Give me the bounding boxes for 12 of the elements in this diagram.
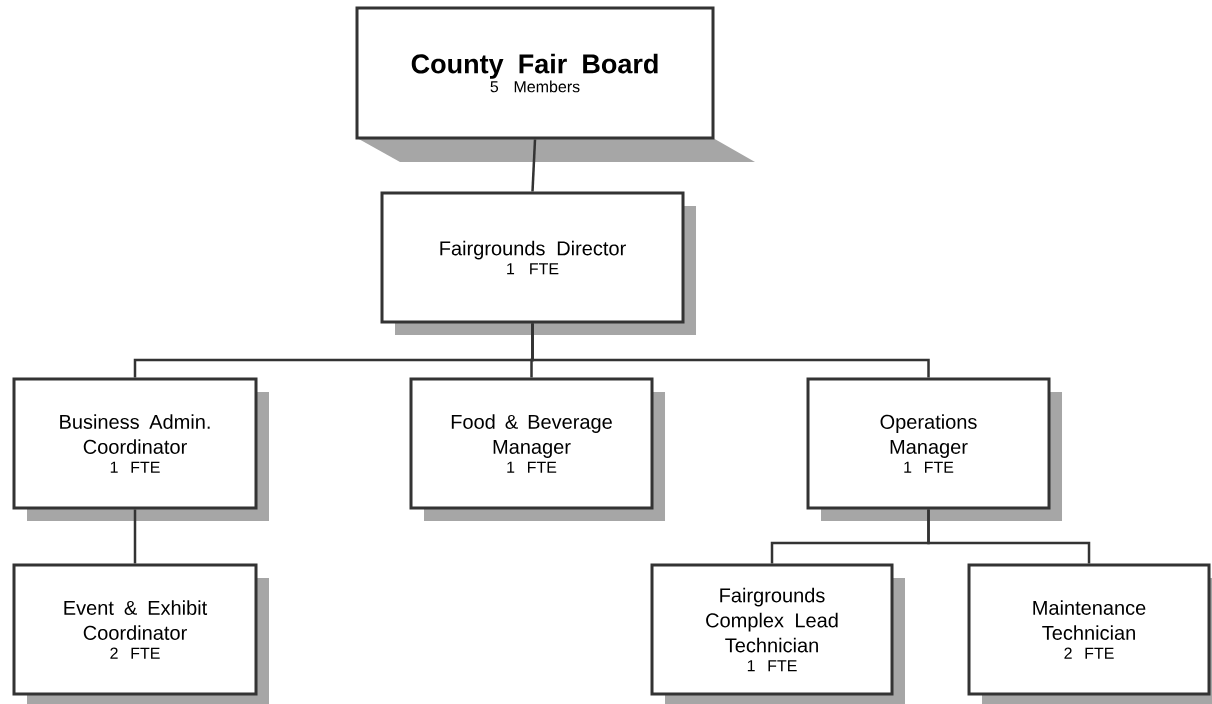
connector-line bbox=[927, 509, 1091, 564]
org-box: Operations Manager 1 FTE bbox=[806, 377, 1062, 521]
org-box: Food & Beverage Manager 1 FTE bbox=[409, 377, 665, 521]
org-box: Fairgrounds Complex Lead Technician 1 FTE bbox=[650, 563, 905, 704]
org-box: Event & Exhibit Coordinator 2 FTE bbox=[12, 563, 269, 704]
org-box: Business Admin. Coordinator 1 FTE bbox=[12, 377, 269, 521]
connector-line bbox=[531, 323, 930, 378]
connector-line bbox=[133, 509, 137, 564]
org-box: Fairgrounds Director 1 FTE bbox=[380, 191, 696, 335]
org-box: Maintenance Technician 2 FTE bbox=[967, 563, 1212, 704]
org-box: County Fair Board 5 Members bbox=[355, 6, 755, 162]
connector-line bbox=[531, 139, 537, 192]
